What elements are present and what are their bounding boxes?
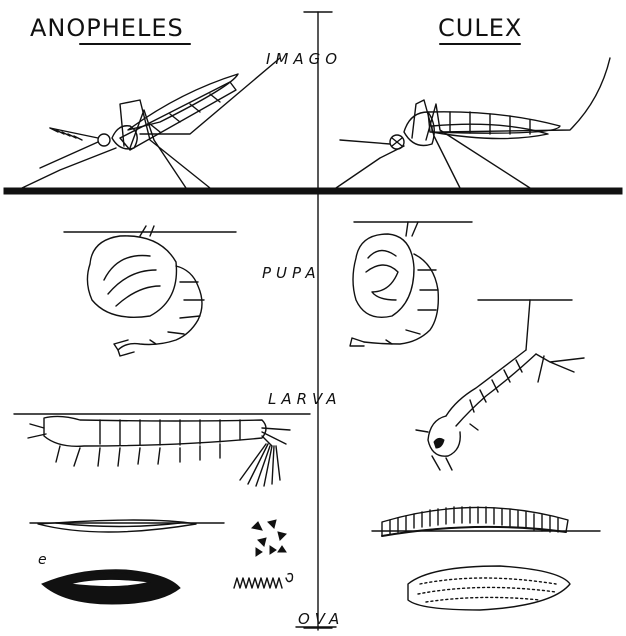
anopheles-pupa-figure [64, 226, 236, 356]
anopheles-imago-figure [22, 58, 280, 188]
culex-imago-figure [336, 58, 610, 188]
imago-ground-line [4, 188, 622, 194]
stage-label-larva: LARVA [268, 390, 342, 408]
stage-label-imago: IMAGO [266, 50, 342, 68]
anopheles-larva-figure [14, 414, 310, 486]
stage-label-pupa: PUPA [262, 264, 321, 282]
header-anopheles: ANOPHELES [30, 14, 184, 42]
ova-egg-marker: e [38, 552, 47, 568]
culex-pupa-figure [350, 222, 472, 346]
header-culex: CULEX [438, 14, 522, 42]
culex-larva-figure [416, 300, 584, 470]
anopheles-ova-figure: e [30, 520, 293, 604]
culex-ova-figure [372, 507, 600, 610]
stage-label-ova: OVA [298, 610, 344, 628]
